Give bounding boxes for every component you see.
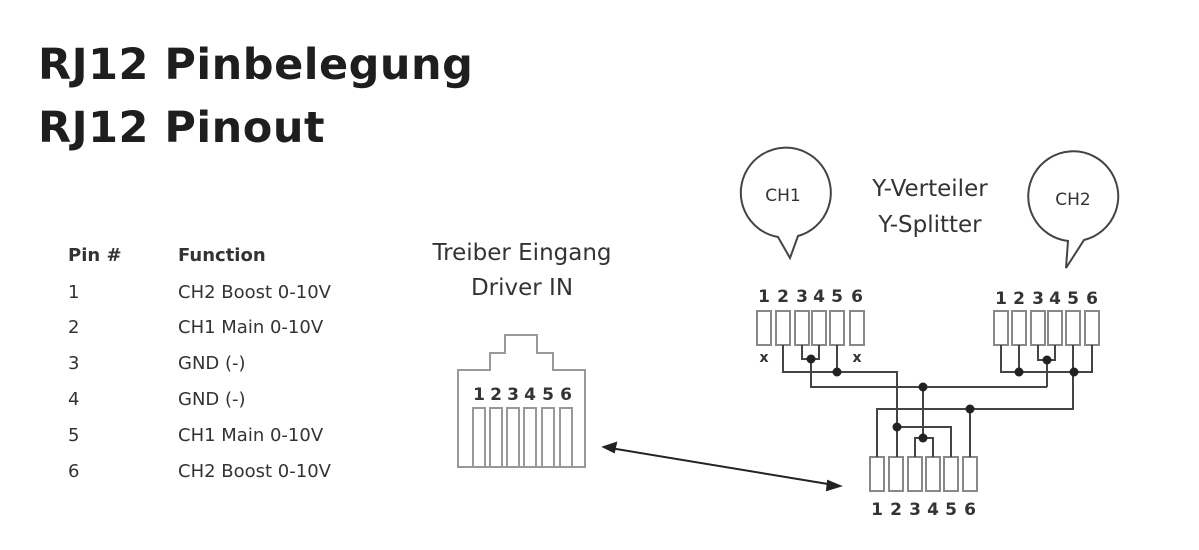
table-row-function: GND (-)	[178, 389, 246, 410]
header-pin: Pin #	[68, 245, 122, 266]
jack-pin-number: 3	[507, 385, 519, 405]
splitter-label-en: Y-Splitter	[878, 212, 982, 238]
jack-pin-number: 2	[490, 385, 502, 405]
output-connector-pin-slot	[907, 456, 923, 492]
table-row-pin: 4	[68, 389, 80, 410]
output-connector-pin-number: 2	[890, 500, 902, 520]
jack-pin-number: 4	[524, 385, 536, 405]
unused-pin-mark: x	[852, 350, 861, 366]
header-function: Function	[178, 245, 266, 266]
ch1-connector-pin-slot	[775, 310, 791, 346]
output-connector-pin-slot	[869, 456, 885, 492]
output-connector-pin-number: 1	[871, 500, 883, 520]
table-row-pin: 3	[68, 353, 80, 374]
driver-jack	[457, 334, 586, 468]
table-row-function: GND (-)	[178, 353, 246, 374]
unused-pin-mark: x	[759, 350, 768, 366]
ch2-connector-pin-slot	[1065, 310, 1081, 346]
title-english: RJ12 Pinout	[38, 103, 325, 153]
table-row-function: CH2 Boost 0-10V	[178, 282, 331, 303]
ch1-connector-pin-slot	[811, 310, 827, 346]
table-row-function: CH2 Boost 0-10V	[178, 461, 331, 482]
jack-slot	[489, 407, 503, 468]
output-connector-pin-number: 5	[945, 500, 957, 520]
ch2-connector-pin-number: 4	[1049, 289, 1061, 309]
jack-pin-number: 6	[560, 385, 572, 405]
ch1-connector-pin-number: 5	[831, 287, 843, 307]
ch1-connector-pin-slot	[794, 310, 810, 346]
ch2-connector-pin-slot	[993, 310, 1009, 346]
ch2-connector-pin-number: 3	[1032, 289, 1044, 309]
ch2-connector-pin-number: 6	[1086, 289, 1098, 309]
ch2-connector-pin-slot	[1030, 310, 1046, 346]
jack-slot	[559, 407, 573, 468]
ch1-connector-pin-number: 4	[813, 287, 825, 307]
ch1-connector-pin-slot	[829, 310, 845, 346]
ch2-bubble	[1027, 150, 1120, 269]
junction-dots	[806, 354, 1079, 443]
ch1-connector-pin-number: 1	[758, 287, 770, 307]
jack-slot	[472, 407, 486, 468]
ch1-connector-pin-slot	[849, 310, 865, 346]
output-connector-pin-slot	[943, 456, 959, 492]
ch1-connector-pin-number: 3	[796, 287, 808, 307]
ch1-connector-pin-number: 2	[777, 287, 789, 307]
ch2-connector-pin-slot	[1011, 310, 1027, 346]
table-row-function: CH1 Main 0-10V	[178, 317, 324, 338]
ch1-connector-pin-slot	[756, 310, 772, 346]
jack-pin-number: 5	[542, 385, 554, 405]
connection-arrow	[601, 441, 843, 492]
table-row-pin: 5	[68, 425, 80, 446]
output-connector-pin-number: 6	[964, 500, 976, 520]
output-connector-pin-slot	[925, 456, 941, 492]
ch2-connector-pin-slot	[1047, 310, 1063, 346]
ch2-connector-pin-number: 5	[1067, 289, 1079, 309]
output-connector-pin-number: 3	[909, 500, 921, 520]
ch2-connector-pin-number: 1	[995, 289, 1007, 309]
ch2-connector-pin-slot	[1084, 310, 1100, 346]
ch1-bubble	[739, 146, 832, 261]
ch1-text: CH1	[765, 186, 800, 206]
splitter-label-de: Y-Verteiler	[872, 176, 988, 202]
ch1-connector-pin-number: 6	[851, 287, 863, 307]
output-connector-pin-number: 4	[927, 500, 939, 520]
jack-slot	[541, 407, 555, 468]
output-connector-pin-slot	[962, 456, 978, 492]
ch2-connector-pin-number: 2	[1013, 289, 1025, 309]
table-row-pin: 1	[68, 282, 80, 303]
table-row-function: CH1 Main 0-10V	[178, 425, 324, 446]
table-row-pin: 2	[68, 317, 80, 338]
jack-slot	[523, 407, 537, 468]
driver-label-en: Driver IN	[470, 275, 574, 301]
jack-slot	[506, 407, 520, 468]
ch2-text: CH2	[1055, 190, 1090, 210]
table-row-pin: 6	[68, 461, 80, 482]
title-german: RJ12 Pinbelegung	[38, 40, 474, 90]
driver-label-de: Treiber Eingang	[432, 240, 612, 266]
output-connector-pin-slot	[888, 456, 904, 492]
jack-pin-number: 1	[473, 385, 485, 405]
